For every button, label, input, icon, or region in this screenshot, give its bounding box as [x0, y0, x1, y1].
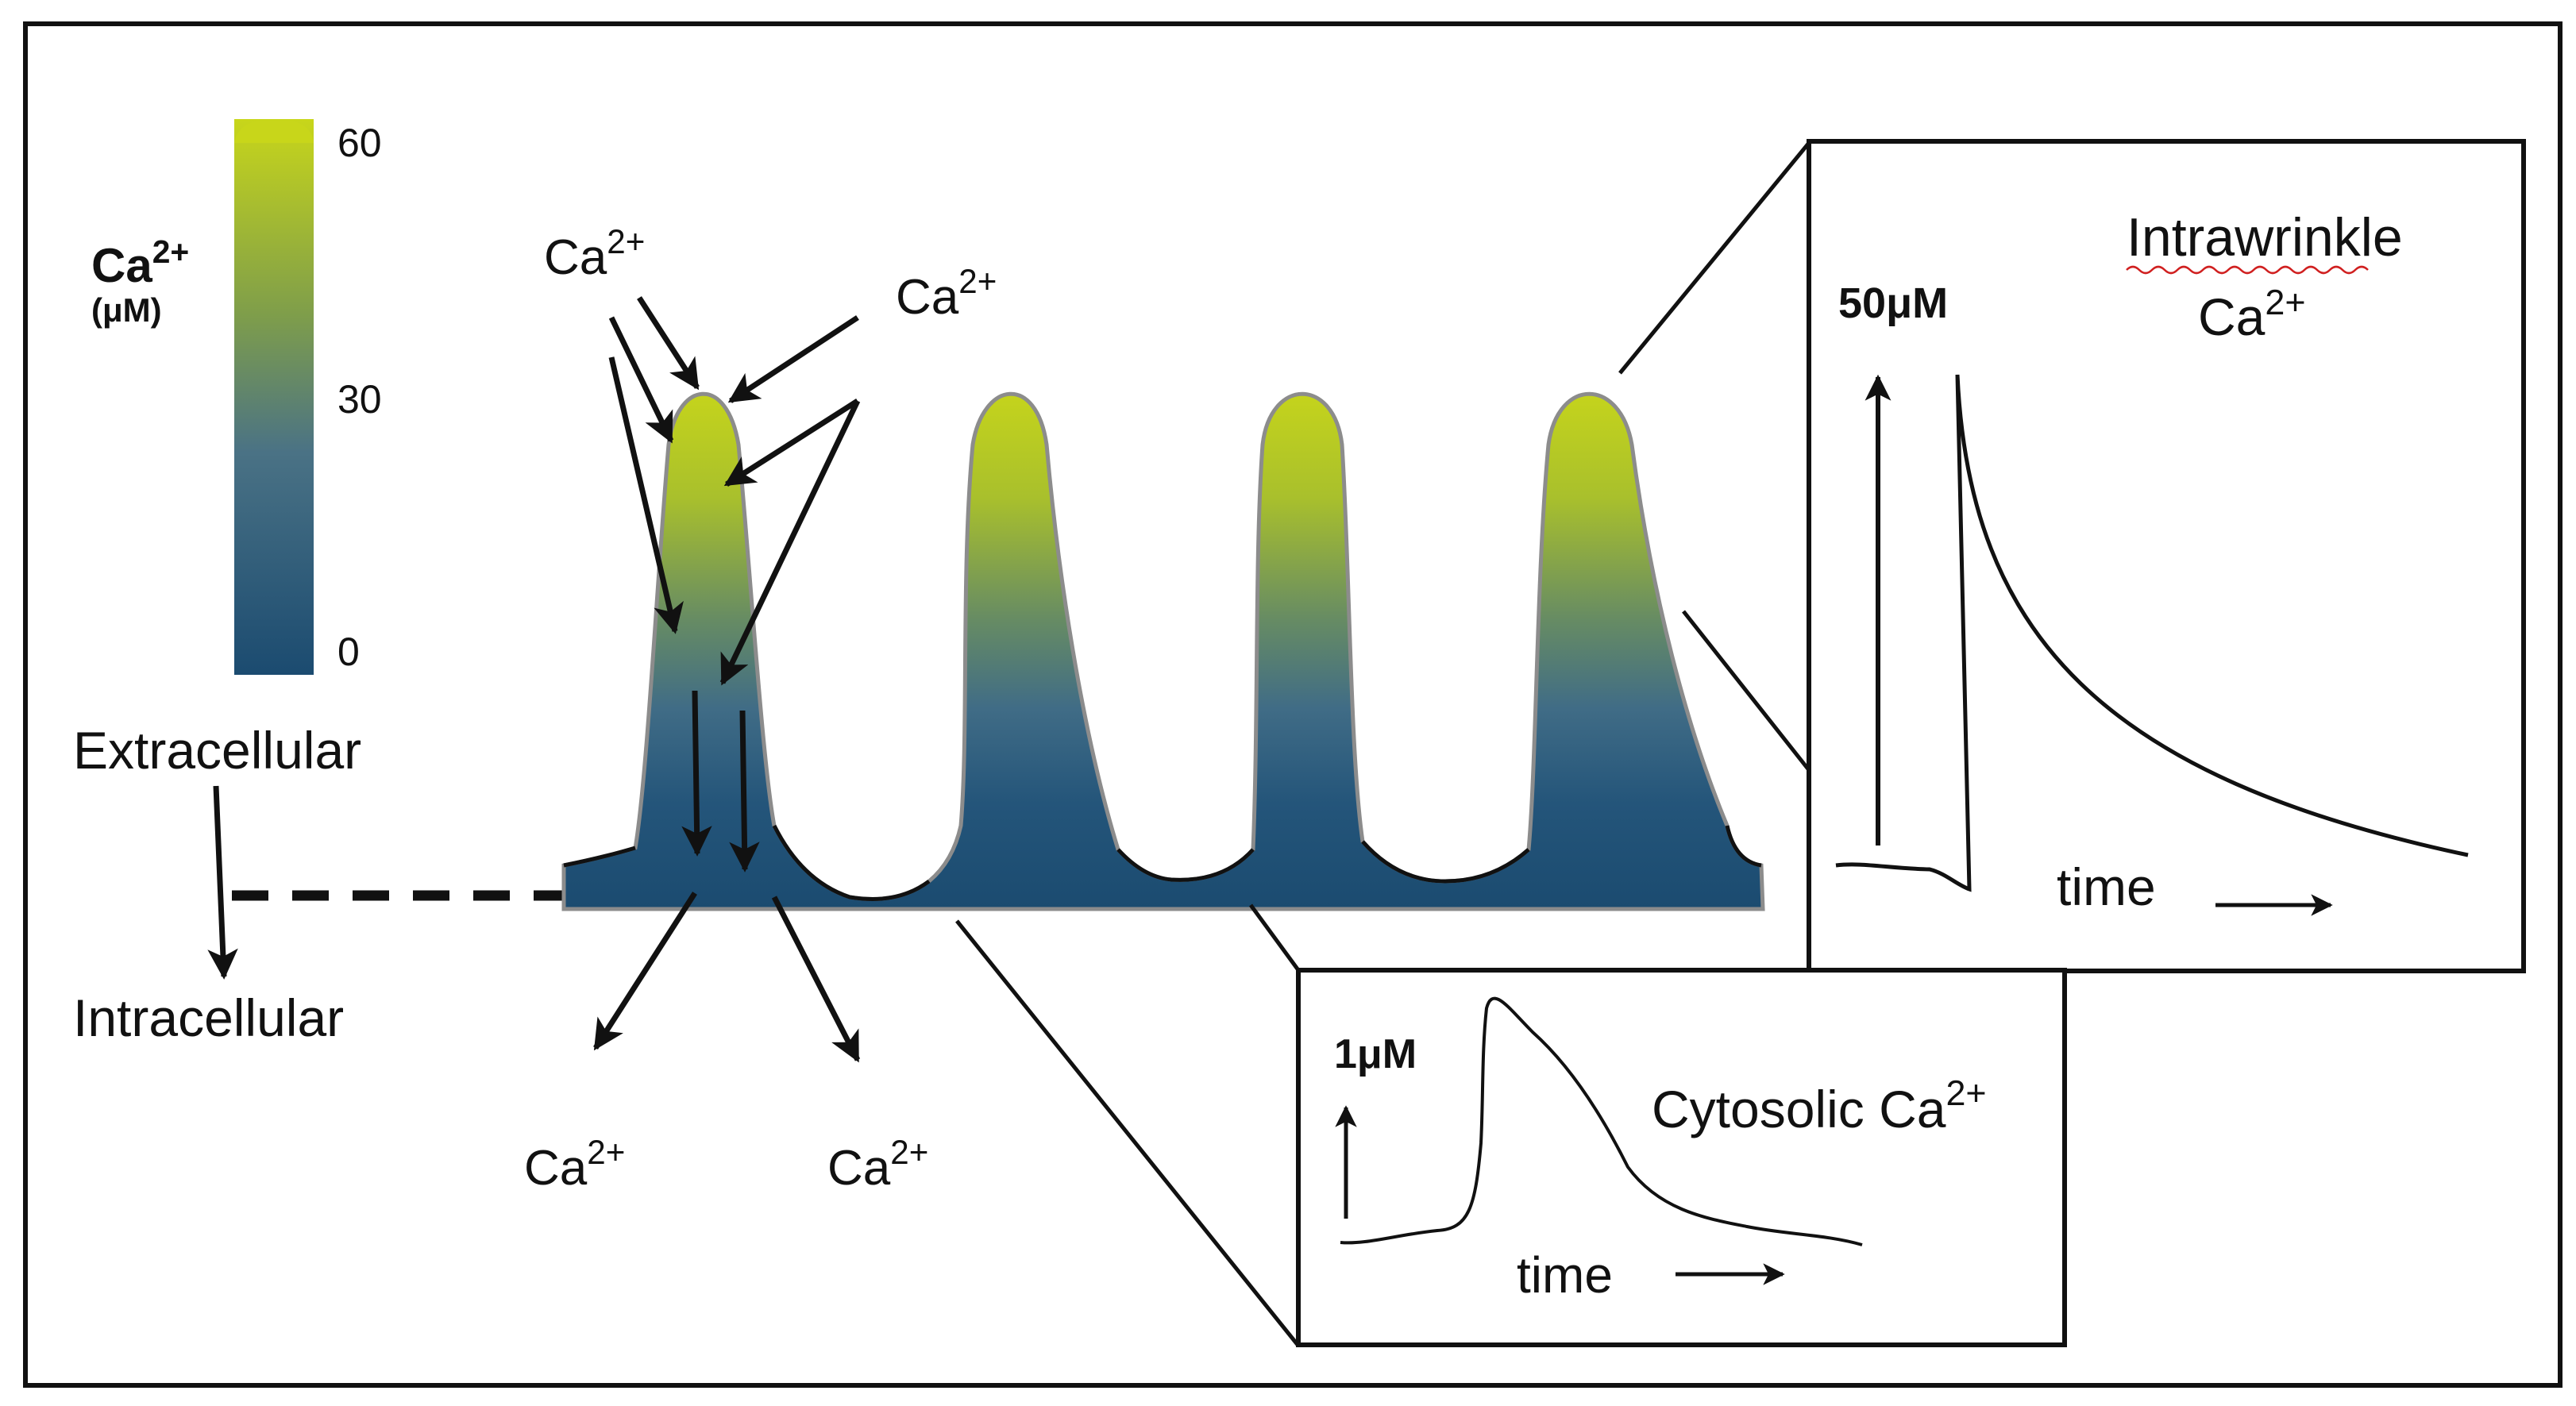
colorbar-tick-30: 30	[337, 377, 382, 422]
callout-cytosolic-left	[955, 919, 1300, 1347]
colorbar-title-sup: 2+	[152, 233, 190, 270]
cytosolic-scale-label: 1μM	[1334, 1031, 1417, 1077]
ion-label-bottom-right-main: Ca	[827, 1141, 891, 1196]
intrawrinkle-x-label: time	[2057, 857, 2156, 916]
outer-frame	[23, 21, 2563, 1388]
intracellular-label: Intracellular	[73, 988, 344, 1047]
ion-label-bottom-right: Ca2+	[827, 1134, 928, 1196]
colorbar-gradient	[234, 119, 314, 675]
intrawrinkle-title-line1: Intrawrinkle	[2127, 207, 2403, 268]
colorbar-tick-0: 0	[337, 630, 360, 674]
colorbar-title: Ca2+	[91, 233, 189, 292]
influx-arrow-5	[723, 399, 859, 487]
cytosolic-x-label: time	[1517, 1246, 1613, 1304]
influx-arrow-4	[727, 315, 859, 403]
ion-labels: Ca2+ Ca2+ Ca2+ Ca2+	[524, 223, 997, 1196]
cytosolic-trace	[1340, 996, 1863, 1246]
intrawrinkle-title-main: Ca	[2198, 287, 2266, 346]
ion-label-bottom-left-main: Ca	[524, 1141, 588, 1196]
influx-arrow-3	[608, 356, 684, 634]
wrinkled-membrane	[561, 391, 1765, 911]
intrawrinkle-scale-label: 50μM	[1838, 279, 1948, 327]
wrinkle-down-arrow-2	[729, 710, 760, 872]
ion-label-top-right-sup: 2+	[958, 263, 997, 300]
intrawrinkle-trace	[1835, 374, 2469, 892]
cytosolic-panel-frame	[1296, 968, 2067, 1347]
influx-arrow-6	[719, 399, 861, 686]
ion-flux-arrows	[593, 296, 861, 1063]
cytosolic-title-main: Cytosolic Ca	[1652, 1080, 1946, 1138]
wrinkle-down-arrow-1	[681, 690, 712, 857]
cytosolic-title-sup: 2+	[1945, 1073, 1986, 1113]
ion-label-top-left-main: Ca	[544, 230, 607, 285]
callout-intrawrinkle-bottom	[1682, 610, 1811, 772]
extracellular-label: Extracellular	[73, 721, 361, 780]
spellcheck-underline-intrawrinkle	[2126, 265, 2369, 275]
callout-cytosolic-right	[1248, 903, 1301, 972]
ion-label-bottom-left-sup: 2+	[587, 1134, 625, 1171]
ion-label-bottom-left: Ca2+	[524, 1134, 625, 1196]
callout-intrawrinkle-top	[1618, 141, 1811, 375]
ion-label-top-left-sup: 2+	[607, 223, 645, 260]
efflux-arrow-left	[593, 892, 697, 1051]
intrawrinkle-panel: Intrawrinkle Ca2+ 50μM time	[1807, 139, 2526, 973]
colorbar-tick-60: 60	[337, 121, 382, 165]
colorbar-legend: 60 30 0 Ca2+ (μM)	[91, 119, 382, 675]
colorbar-unit: (μM)	[91, 291, 162, 329]
efflux-arrow-right	[771, 896, 861, 1063]
membrane-outline-dark	[563, 824, 1762, 901]
compartment-arrow	[207, 785, 238, 980]
ion-label-top-right-main: Ca	[896, 270, 959, 325]
compartment-labels: Extracellular Intracellular	[73, 721, 565, 1047]
ion-label-top-left: Ca2+	[544, 223, 645, 285]
intrawrinkle-panel-frame	[1807, 139, 2526, 973]
intrawrinkle-title-line2: Ca2+	[2198, 282, 2306, 346]
callout-lines	[955, 141, 1811, 1347]
influx-arrow-1	[637, 296, 700, 391]
colorbar-title-main: Ca	[91, 239, 152, 292]
intrawrinkle-title-sup: 2+	[2265, 282, 2305, 322]
cytosolic-panel: 1μM Cytosolic Ca2+ time	[1296, 968, 2067, 1347]
influx-arrow-2	[608, 316, 674, 444]
ion-label-bottom-right-sup: 2+	[890, 1134, 928, 1171]
ion-label-top-right: Ca2+	[896, 263, 997, 325]
colorbar-top-cap	[234, 119, 314, 143]
cytosolic-title: Cytosolic Ca2+	[1652, 1073, 1987, 1138]
